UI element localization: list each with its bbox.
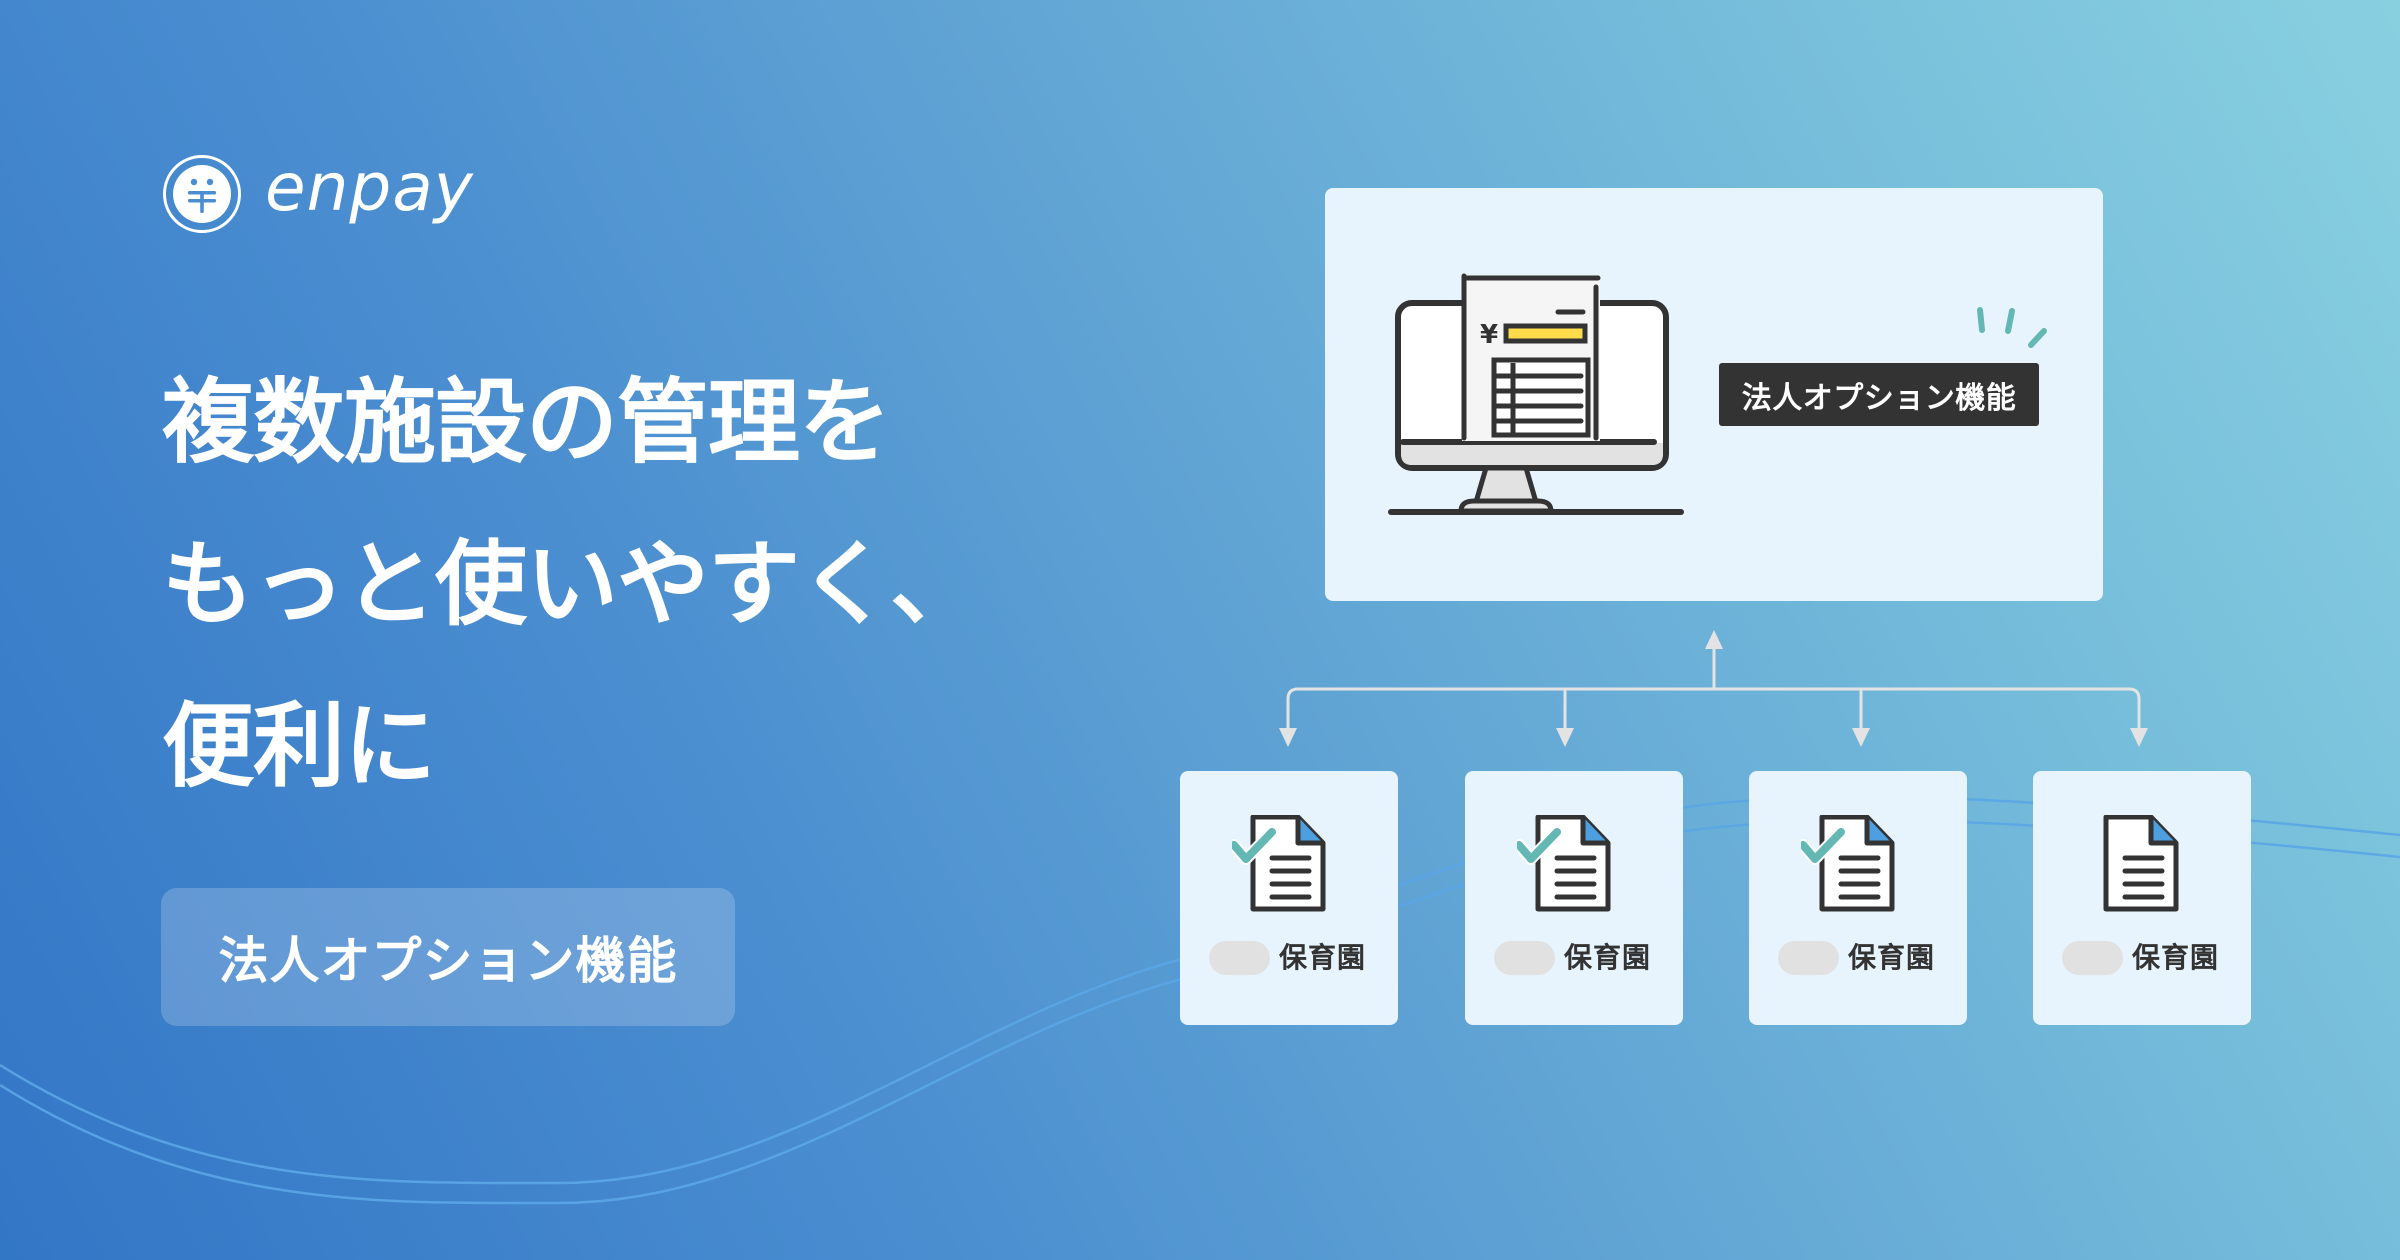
yen-symbol: ¥	[1480, 320, 1498, 350]
yen-coin-icon	[163, 155, 241, 233]
document-checked-icon	[1797, 814, 1901, 919]
headline-line-1: 複数施設の管理を	[162, 369, 891, 476]
arrow-down-icon	[1279, 728, 1297, 747]
facility-label: 保育園	[1564, 941, 1652, 974]
arrow-up-icon	[1705, 630, 1723, 649]
facility-label: 保育園	[2132, 941, 2220, 974]
arrow-down-icon	[1556, 728, 1574, 747]
arrow-down-icon	[2130, 728, 2148, 747]
facility-name-placeholder	[1778, 941, 1839, 975]
document-icon	[2085, 814, 2185, 919]
brand-name: enpay	[265, 149, 474, 226]
document-checked-icon	[1513, 814, 1617, 919]
monitor-with-invoice-icon: ¥	[1386, 270, 1686, 524]
arrow-heads	[1279, 630, 2148, 747]
facility-name-placeholder	[1209, 941, 1270, 975]
facility-name-placeholder	[2062, 941, 2123, 975]
sparkle-accent-icon	[1968, 300, 2058, 364]
facility-name-placeholder	[1494, 941, 1555, 975]
facility-card: 保育園	[2033, 771, 2251, 1025]
corporate-option-label-text: 法人オプション機能	[1741, 380, 2017, 416]
facility-card: 保育園	[1749, 771, 1967, 1025]
feature-badge: 法人オプション機能	[161, 888, 735, 1026]
document-checked-icon	[1228, 814, 1332, 919]
headline-line-3: 便利に	[162, 693, 436, 800]
headline-line-2: もっと使いやすく、	[162, 531, 982, 638]
headline: 複数施設の管理を もっと使いやすく、 便利に	[162, 342, 982, 828]
facility-label: 保育園	[1848, 941, 1936, 974]
arrow-down-icon	[1852, 728, 1870, 747]
brand-logo: enpay	[163, 155, 474, 233]
facility-label: 保育園	[1279, 941, 1367, 974]
feature-badge-label: 法人オプション機能	[218, 932, 678, 990]
corporate-option-label: 法人オプション機能	[1719, 363, 2039, 426]
facility-card: 保育園	[1465, 771, 1683, 1025]
facility-card: 保育園	[1180, 771, 1398, 1025]
